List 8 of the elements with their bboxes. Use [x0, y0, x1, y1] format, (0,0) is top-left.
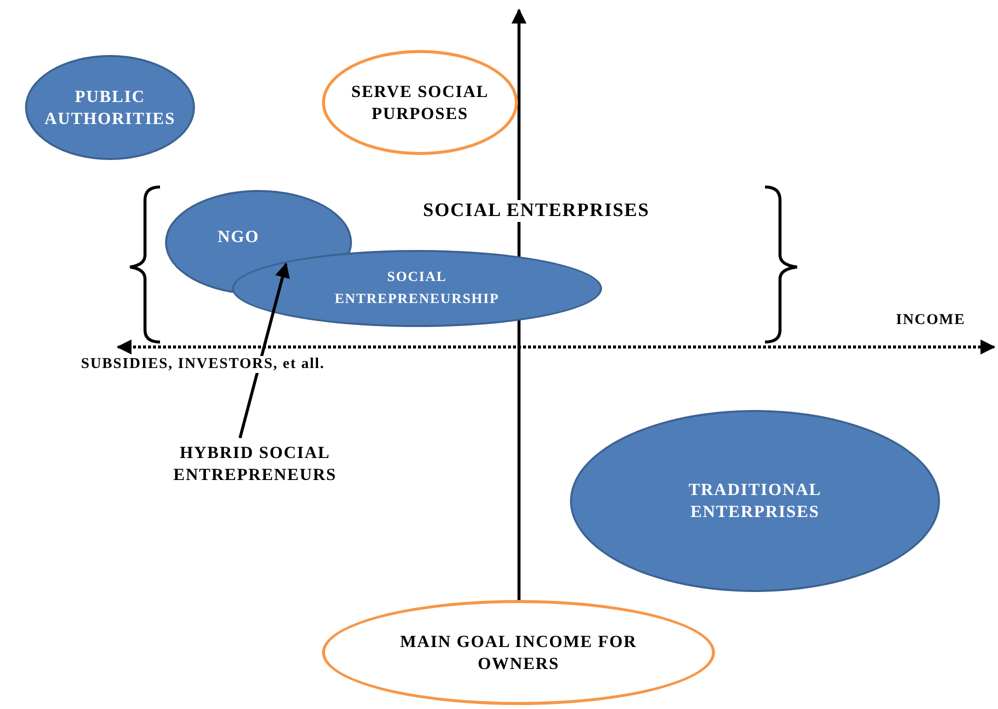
node-label: MAIN GOAL INCOME FOR OWNERS: [399, 630, 638, 674]
node-label: TRADITIONAL ENTERPRISES: [688, 479, 822, 523]
node-label: PUBLIC AUTHORITIES: [44, 86, 176, 130]
node-label: SERVE SOCIAL PURPOSES: [350, 80, 490, 124]
node-label: NGO: [218, 226, 260, 248]
node-label: SOCIAL ENTREPRENEURSHIP: [334, 268, 500, 308]
leader-arrow: [238, 262, 290, 438]
callout-text: HYBRID SOCIAL ENTREPRENEURS: [172, 442, 338, 486]
